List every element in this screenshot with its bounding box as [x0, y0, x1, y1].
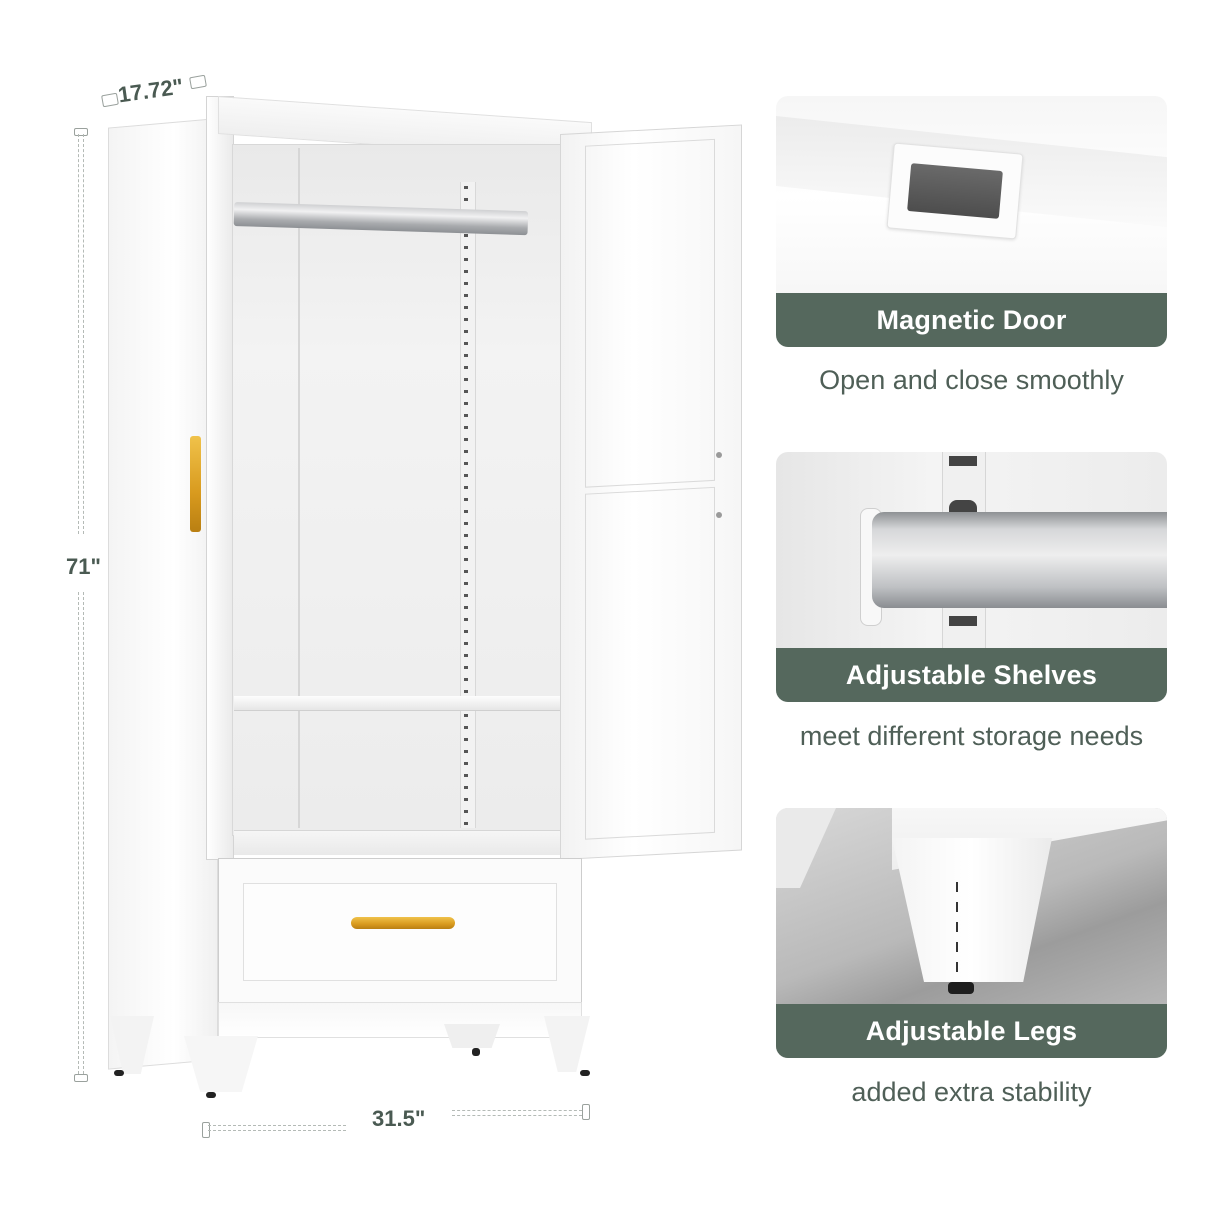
cabinet-interior	[232, 144, 564, 836]
feature-title: Magnetic Door	[876, 304, 1067, 335]
dim-endcap-icon	[74, 128, 88, 136]
leveling-foot-icon	[580, 1070, 590, 1076]
feature-caption: Open and close smoothly	[819, 365, 1124, 395]
dim-dashed-line	[208, 1125, 346, 1131]
feature-card-adjustable-legs: Adjustable Legs	[776, 808, 1167, 1058]
dim-dashed-line	[78, 134, 84, 534]
dim-dashed-line	[78, 592, 84, 1074]
height-label: 71"	[66, 554, 101, 579]
drawer-handle-icon	[351, 917, 455, 929]
feature-card-magnetic-door: Magnetic Door	[776, 96, 1167, 347]
feature-caption: added extra stability	[851, 1077, 1092, 1107]
leg	[184, 1036, 258, 1092]
width-label: 31.5"	[372, 1106, 426, 1131]
leveling-foot-icon	[206, 1092, 216, 1098]
leveling-foot-icon	[948, 982, 974, 994]
feature-card-adjustable-shelves: Adjustable Shelves	[776, 452, 1167, 702]
feature-band: Magnetic Door	[776, 293, 1167, 347]
back-panel-seam	[298, 148, 300, 828]
leveling-foot-icon	[472, 1048, 480, 1056]
feature-title: Adjustable Legs	[865, 1015, 1078, 1046]
door-panel-lower	[585, 486, 715, 840]
left-door[interactable]	[206, 96, 234, 860]
hanging-rod-icon	[872, 512, 1167, 608]
feature-caption: meet different storage needs	[799, 721, 1144, 751]
leg	[544, 1016, 590, 1072]
right-door[interactable]	[560, 124, 742, 860]
rail-slot-icon	[949, 500, 977, 512]
feature-band: Adjustable Legs	[776, 1004, 1167, 1058]
leveling-foot-icon	[114, 1070, 124, 1076]
leg-background	[776, 808, 836, 888]
left-door-handle-icon	[190, 436, 201, 532]
feature-band: Adjustable Shelves	[776, 648, 1167, 702]
door-panel-upper	[585, 138, 715, 488]
feature-title: Adjustable Shelves	[845, 659, 1098, 690]
dim-endcap-icon	[582, 1104, 590, 1120]
drawer[interactable]	[218, 858, 582, 1004]
rail-slot-icon	[949, 616, 977, 626]
dim-dashed-line	[452, 1110, 582, 1116]
dim-endcap-icon	[74, 1074, 88, 1082]
cabinet-side-panel	[108, 118, 218, 1070]
leg	[444, 1024, 500, 1048]
shelf-rail	[460, 182, 476, 828]
rail-slot-icon	[949, 456, 977, 466]
cabinet-base	[218, 1002, 582, 1038]
shelf-rail-slots	[464, 186, 468, 826]
depth-label: 17.72"	[116, 73, 185, 108]
drawer-panel	[243, 883, 557, 981]
dim-endcap-icon	[189, 74, 207, 90]
magnetic-door-handle-icon	[886, 142, 1024, 240]
leg-slot-marks	[956, 882, 958, 978]
adjustable-shelf	[234, 696, 560, 711]
hinge-screw-icon	[716, 452, 722, 458]
hinge-screw-icon	[716, 512, 722, 518]
leg-icon	[892, 838, 1052, 982]
handle-recess	[907, 163, 1003, 219]
dim-endcap-icon	[101, 92, 119, 108]
cabinet-floor	[234, 830, 560, 855]
